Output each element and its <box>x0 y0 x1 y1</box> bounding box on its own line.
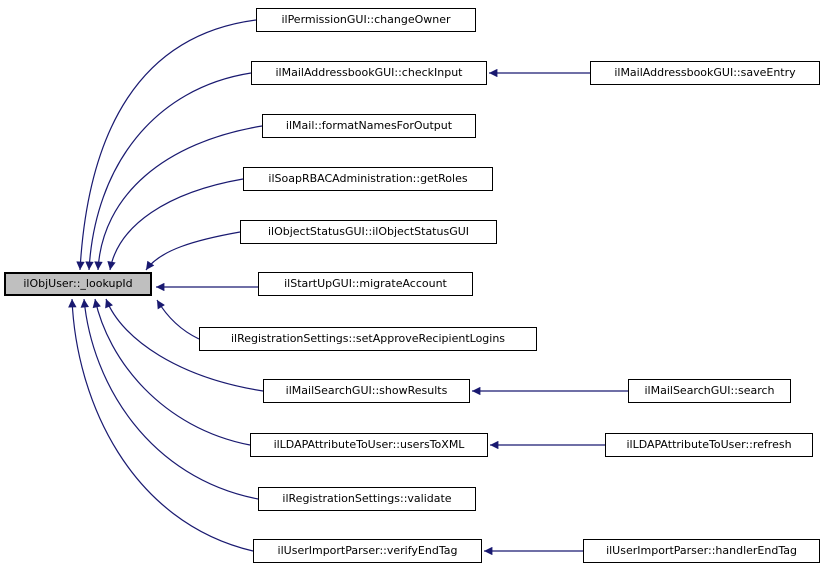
graph-node-showresults[interactable]: ilMailSearchGUI::showResults <box>263 379 470 403</box>
edge-changeowner-to-lookupid <box>76 19 257 271</box>
graph-node-verifyendtag[interactable]: ilUserImportParser::verifyEndTag <box>253 539 482 563</box>
edge-validate-to-lookupid <box>80 298 259 500</box>
edge-formatnames-to-lookupid <box>94 125 263 271</box>
edge-setapprove-to-lookupid <box>156 299 200 340</box>
graph-node-validate[interactable]: ilRegistrationSettings::validate <box>258 487 476 511</box>
edge-getroles-to-lookupid <box>107 178 244 271</box>
graph-node-getroles[interactable]: ilSoapRBACAdministration::getRoles <box>243 167 493 191</box>
graph-node-setapproverecipientlogins[interactable]: ilRegistrationSettings::setApproveRecipi… <box>199 327 537 351</box>
graph-node-refresh[interactable]: ilLDAPAttributeToUser::refresh <box>605 433 813 457</box>
graph-node-handlerendtag[interactable]: ilUserImportParser::handlerEndTag <box>583 539 820 563</box>
graph-node-saveentry[interactable]: ilMailAddressbookGUI::saveEntry <box>590 61 820 85</box>
graph-node-search[interactable]: ilMailSearchGUI::search <box>628 379 791 403</box>
edge-verifyendtag-to-lookupid <box>68 298 254 552</box>
edge-objectstatus-to-lookupid <box>145 231 241 271</box>
graph-node-formatnamesforoutput[interactable]: ilMail::formatNamesForOutput <box>262 114 476 138</box>
graph-node-checkinput[interactable]: ilMailAddressbookGUI::checkInput <box>251 61 487 85</box>
graph-node-lookupid: ilObjUser::_lookupId <box>4 272 152 296</box>
edge-userstoxml-to-lookupid <box>92 298 251 446</box>
edge-showresults-to-lookupid <box>105 298 264 392</box>
graph-node-changeowner[interactable]: ilPermissionGUI::changeOwner <box>256 8 476 32</box>
graph-node-userstoxml[interactable]: ilLDAPAttributeToUser::usersToXML <box>250 433 488 457</box>
edge-checkinput-to-lookupid <box>85 72 252 271</box>
graph-node-migrateaccount[interactable]: ilStartUpGUI::migrateAccount <box>258 272 473 296</box>
graph-node-ilobjectstatusgui[interactable]: ilObjectStatusGUI::ilObjectStatusGUI <box>240 220 497 244</box>
